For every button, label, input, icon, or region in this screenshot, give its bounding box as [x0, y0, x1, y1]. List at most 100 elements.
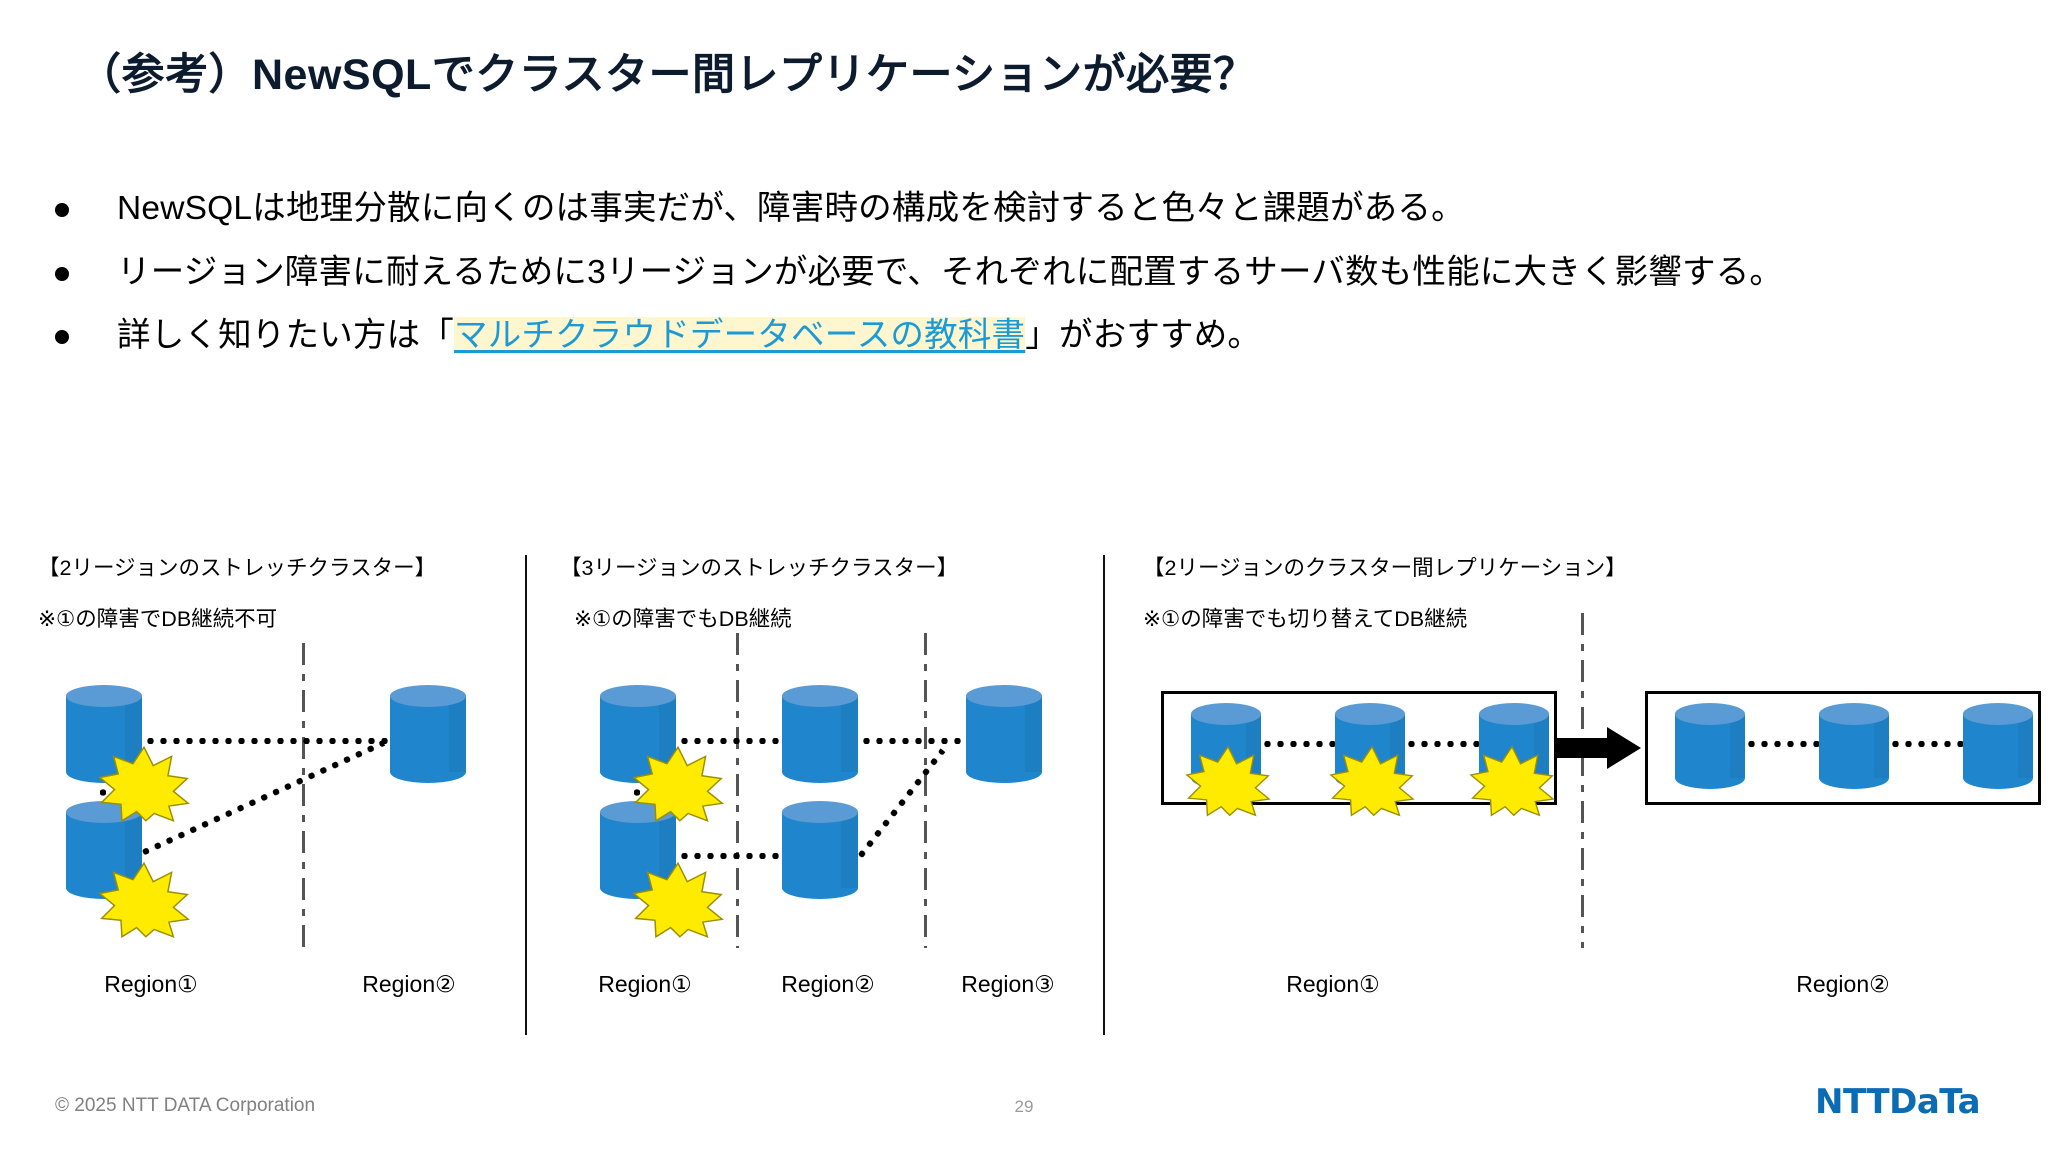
cylinder-top — [1819, 702, 1889, 725]
database-node — [1963, 702, 2033, 789]
cylinder-top — [1335, 702, 1405, 725]
cylinder-shade — [841, 695, 858, 772]
failure-burst-icon — [632, 861, 724, 939]
ntt-data-logo: NTTDaTa — [1815, 1082, 1981, 1122]
cylinder-shade — [1533, 713, 1549, 778]
panel-two-region-stretch: 【2リージョンのストレッチクラスター】 ※①の障害でDB継続不可 — [38, 555, 518, 1013]
panel-divider-1 — [525, 555, 527, 1035]
region-divider — [736, 632, 739, 948]
cylinder-bottom — [1675, 766, 1745, 789]
bullet-dot-icon — [55, 330, 69, 345]
failover-arrow-icon — [1555, 726, 1641, 769]
cylinder-body — [66, 811, 142, 888]
cylinder-top — [966, 684, 1042, 707]
failure-burst-icon — [98, 861, 190, 939]
list-item: リージョン障害に耐えるために3リージョンが必要で、それぞれに配置するサーバ数も性… — [55, 249, 1995, 297]
cylinder-shade — [659, 811, 676, 888]
cylinder-shade — [449, 695, 466, 772]
database-node — [782, 800, 858, 899]
cylinder-top — [782, 800, 858, 823]
cylinder-bottom — [1963, 766, 2033, 789]
cylinder-shade — [1729, 713, 1745, 778]
region-label: Region② — [362, 970, 456, 997]
replication-link — [1889, 740, 1967, 747]
cylinder-top — [66, 684, 142, 707]
region-divider — [302, 642, 305, 948]
cylinder-body — [66, 695, 142, 772]
database-node — [1675, 702, 1745, 789]
cylinder-top — [1479, 702, 1549, 725]
diagram-panels: 【2リージョンのストレッチクラスター】 ※①の障害でDB継続不可 — [0, 555, 2048, 1055]
region-label: Region② — [1796, 970, 1890, 997]
list-item: NewSQLは地理分散に向くのは事実だが、障害時の構成を検討すると色々と課題があ… — [55, 185, 1995, 233]
cylinder-body — [390, 695, 466, 772]
cylinder-bottom — [1819, 766, 1889, 789]
database-node — [782, 684, 858, 783]
bullet-text-1: NewSQLは地理分散に向くのは事実だが、障害時の構成を検討すると色々と課題があ… — [117, 190, 1465, 227]
replication-link — [1745, 740, 1825, 747]
panel-heading: 【3リージョンのストレッチクラスター】 — [560, 556, 959, 580]
cylinder-top — [390, 684, 466, 707]
database-node — [966, 684, 1042, 783]
bullet-prefix: 詳しく知りたい方は「 — [117, 317, 454, 355]
region-label: Region① — [598, 970, 692, 997]
panel-note: ※①の障害でも切り替えてDB継続 — [1143, 606, 1468, 631]
cylinder-shade — [841, 811, 858, 888]
cylinder-bottom — [966, 760, 1042, 783]
replication-link — [144, 737, 396, 744]
cylinder-shade — [659, 695, 676, 772]
list-item: 詳しく知りたい方は「マルチクラウドデータベースの教科書」がおすすめ。 — [55, 312, 1995, 360]
cylinder-bottom — [782, 876, 858, 899]
panel-note: ※①の障害でもDB継続 — [574, 606, 792, 631]
cylinder-top — [600, 684, 676, 707]
region-label: Region③ — [961, 970, 1055, 997]
replication-link — [1405, 740, 1483, 747]
cylinder-top — [1675, 702, 1745, 725]
page-title: （参考）NewSQLでクラスター間レプリケーションが必要？ — [78, 51, 1257, 99]
database-node — [66, 684, 142, 783]
panel-three-region-stretch: 【3リージョンのストレッチクラスター】 ※①の障害でもDB継続 — [560, 555, 1085, 1013]
region-label: Region② — [781, 970, 875, 997]
panel-note: ※①の障害でDB継続不可 — [38, 606, 278, 631]
failure-burst-icon — [632, 745, 724, 823]
cylinder-body — [782, 695, 858, 772]
panel-cross-cluster-replication: 【2リージョンのクラスター間レプリケーション】 ※①の障害でも切り替えてDB継続 — [1143, 555, 2041, 1013]
bullet-list: NewSQLは地理分散に向くのは事実だが、障害時の構成を検討すると色々と課題があ… — [55, 185, 1995, 376]
bullet-text-3: 詳しく知りたい方は「マルチクラウドデータベースの教科書」がおすすめ。 — [117, 312, 1261, 360]
panel-2-stage: Region① Region② Region③ — [560, 632, 1085, 1013]
cylinder-bottom — [390, 760, 466, 783]
region-divider — [1581, 612, 1584, 948]
cylinder-shade — [125, 695, 142, 772]
panel-3-stage: Region① Region② — [1143, 612, 2041, 1013]
footer-copyright: © 2025 NTT DATA Corporation — [55, 1095, 316, 1116]
database-node — [1819, 702, 1889, 789]
textbook-link[interactable]: マルチクラウドデータベースの教科書 — [454, 317, 1026, 355]
failure-burst-icon — [1329, 745, 1415, 817]
panel-1-stage: Region① Region② — [38, 642, 518, 1013]
region-divider — [924, 632, 927, 948]
page-number: 29 — [1014, 1097, 1034, 1116]
cylinder-top — [1963, 702, 2033, 725]
panel-divider-2 — [1103, 555, 1105, 1035]
bullet-suffix: 」がおすすめ。 — [1025, 317, 1262, 355]
replication-link — [678, 737, 808, 744]
cylinder-shade — [1025, 695, 1042, 772]
bullet-dot-icon — [55, 203, 69, 217]
cylinder-body — [966, 695, 1042, 772]
failure-burst-icon — [98, 745, 190, 823]
database-node — [390, 684, 466, 783]
cylinder-body — [600, 695, 676, 772]
bullet-dot-icon — [55, 266, 69, 281]
replication-link — [1261, 740, 1341, 747]
panel-heading: 【2リージョンのクラスター間レプリケーション】 — [1143, 556, 1627, 580]
replication-link — [678, 852, 808, 859]
cylinder-top — [782, 684, 858, 707]
cylinder-shade — [1873, 713, 1889, 778]
replication-link — [855, 748, 946, 861]
cylinder-body — [782, 811, 858, 888]
logo-ntt-text: NTT — [1815, 1082, 1890, 1122]
cylinder-body — [600, 811, 676, 888]
logo-data-text: DaTa — [1889, 1082, 1981, 1122]
cylinder-bottom — [782, 760, 858, 783]
